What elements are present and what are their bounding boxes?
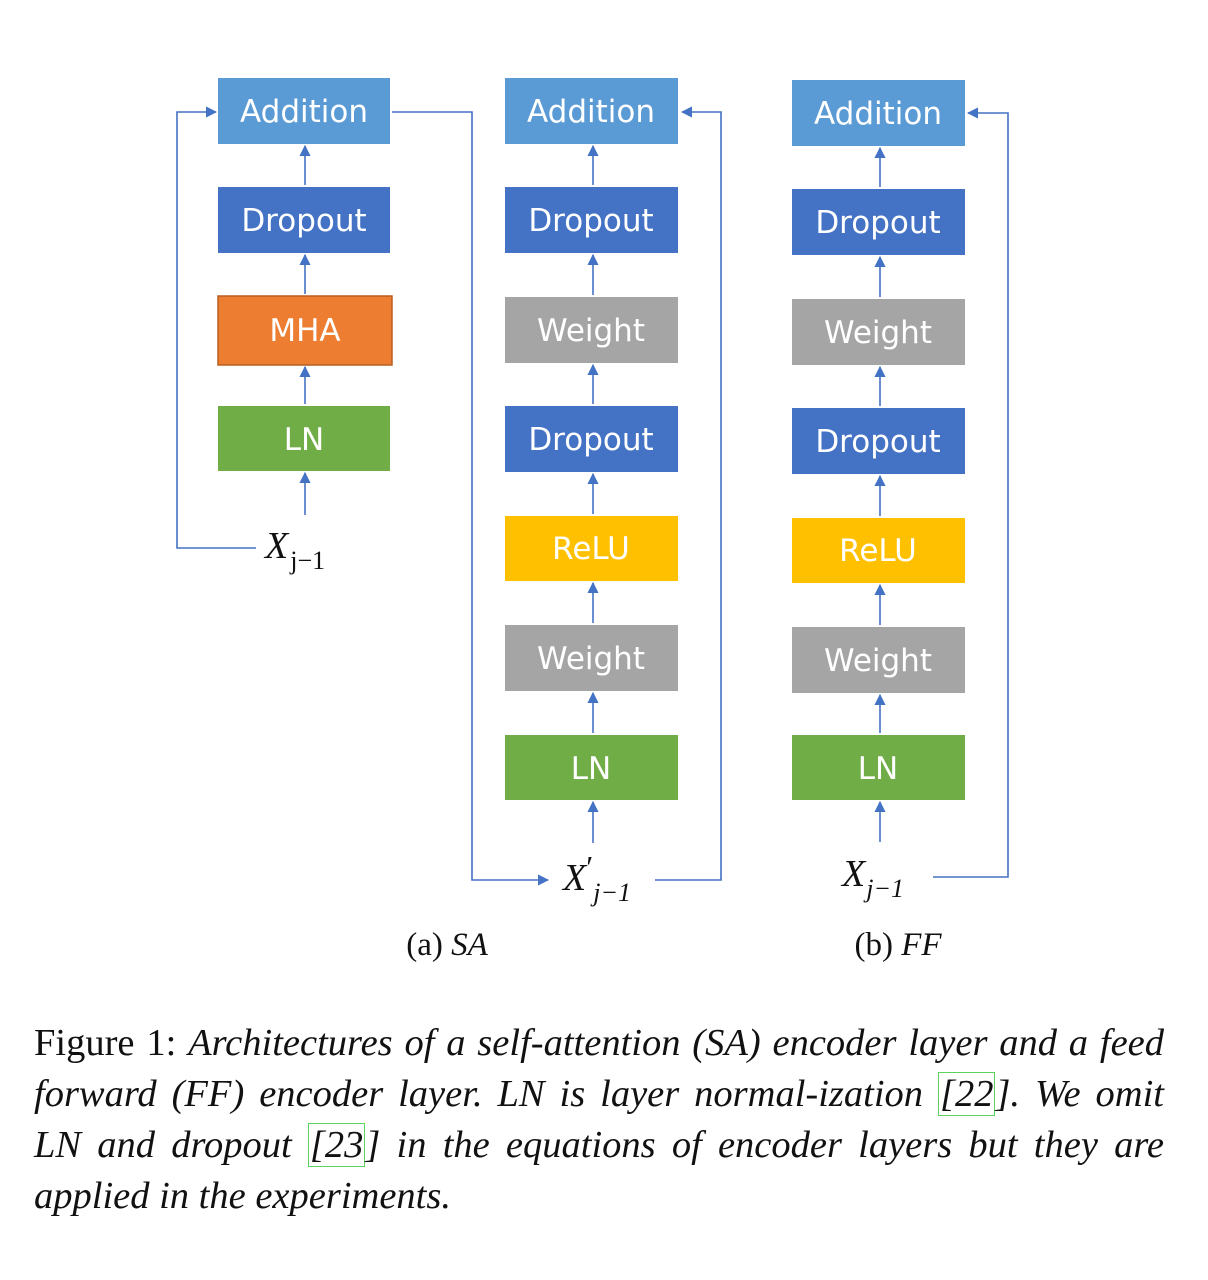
panel-a-mha-label: MHA [269,313,340,349]
panel-c-relu-block: ReLU [792,518,965,583]
panel-a-ln-label: LN [284,422,324,458]
panel-a-dropout-block: Dropout [218,187,390,253]
panel-b-relu-label: ReLU [552,531,630,567]
panel-a-ln-block: LN [218,406,390,471]
panel-b-weight-label-bottom: Weight [537,641,645,677]
panel-b-dropout-label-bottom: Dropout [528,422,653,458]
panel-a-sublabel: (a) SA [406,927,488,963]
caption-text-3: ] in the equations of encoder layers but… [34,1124,1164,1217]
figure-caption: Figure 1: Architectures of a self-attent… [34,1018,1164,1222]
panel-c-ln-block: LN [792,735,965,800]
panel-a-residual-connection [176,106,256,549]
panel-b-addition-label: Addition [527,94,655,130]
panel-a-addition-label: Addition [240,94,368,130]
panel-b-weight-block-top: Weight [505,297,678,363]
panel-c-input-label: Xj−1 [840,853,904,903]
panel-c-weight-label-top: Weight [824,315,932,351]
panel-b-ln-label: LN [571,751,611,787]
panel-b-ln-block: LN [505,735,678,800]
panel-c-residual-connection [933,107,1009,878]
panel-b-dropout-label-top: Dropout [528,203,653,239]
panel-a-sa: Addition Dropout MHA LN Xj−1 [176,78,550,886]
panel-c-ln-label: LN [858,751,898,787]
panel-a-input-label: Xj−1 [263,525,325,575]
panel-c-ff: Addition Dropout Weight Dropout ReLU Wei… [792,80,1009,963]
caption-text-1: Architectures of a self-attention (SA) e… [34,1022,1164,1115]
architecture-diagram: Addition Dropout MHA LN Xj−1 [176,78,1009,963]
panel-a-to-panel-b-connection [392,111,550,886]
panel-b-relu-block: ReLU [505,516,678,581]
panel-c-weight-label-bottom: Weight [824,643,932,679]
panel-c-dropout-label-bottom: Dropout [815,424,940,460]
panel-c-weight-block-bottom: Weight [792,627,965,693]
panel-c-sublabel: (b) FF [854,927,942,963]
caption-lead: Figure 1: [34,1022,189,1064]
panel-b-residual-connection [655,106,722,881]
citation-link-23[interactable]: [23 [307,1123,366,1167]
panel-b-input-label: X′j−1 [561,849,631,907]
panel-a-mha-block: MHA [217,295,393,366]
panel-c-dropout-block-bottom: Dropout [792,408,965,474]
panel-b-dropout-block-top: Dropout [505,187,678,253]
panel-b-dropout-block-bottom: Dropout [505,406,678,472]
caption-text-2: ]. We omit LN and dropout [34,1073,1164,1166]
citation-link-22[interactable]: [22 [937,1072,996,1116]
panel-a-dropout-label: Dropout [241,203,366,239]
panel-b-weight-block-bottom: Weight [505,625,678,691]
panel-b-addition-block: Addition [505,78,678,144]
panel-c-addition-label: Addition [814,96,942,132]
panel-c-dropout-block-top: Dropout [792,189,965,255]
panel-c-dropout-label-top: Dropout [815,205,940,241]
panel-c-weight-block-top: Weight [792,299,965,365]
panel-c-relu-label: ReLU [839,533,917,569]
panel-a-addition-block: Addition [218,78,390,144]
panel-c-addition-block: Addition [792,80,965,146]
panel-b-weight-label-top: Weight [537,313,645,349]
panel-b-ff-in-sa: Addition Dropout Weight Dropout ReLU Wei… [406,78,722,963]
